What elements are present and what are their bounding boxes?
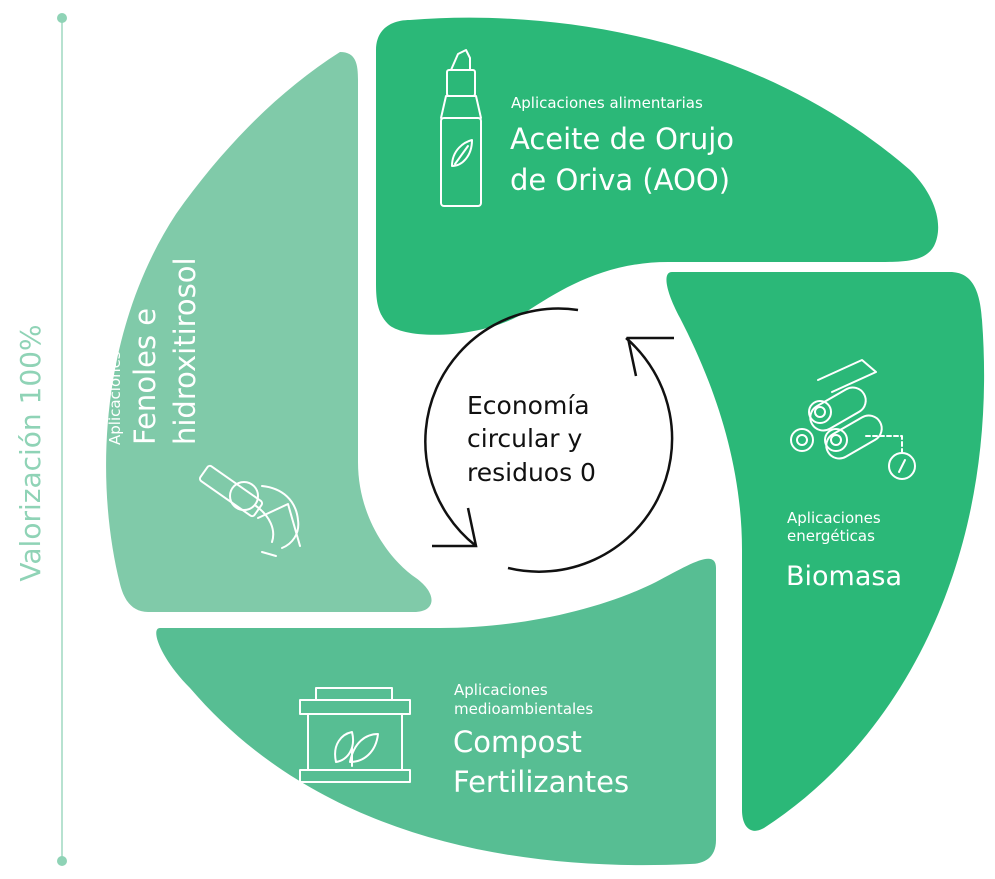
energeticas-subtitle-line-2: energéticas [787, 527, 875, 545]
sanitarias-subtitle: Aplicaciones sanitarias [106, 273, 124, 445]
medioambientales-subtitle: Aplicaciones medioambientales [454, 681, 593, 718]
alimentarias-title: Aceite de Orujo de Oriva (AOO) [510, 122, 743, 197]
center-line-1: Economía [467, 391, 590, 420]
segment-medioambientales [156, 558, 716, 866]
olive-oil-bottle-icon [440, 49, 482, 207]
medioambientales-subtitle-line-1: Aplicaciones [454, 681, 548, 699]
medioambientales-title-line-1: Compost [453, 725, 582, 759]
sanitarias-text-group: Aplicaciones sanitarias Fenoles e hidrox… [106, 257, 202, 445]
medioambientales-subtitle-line-2: medioambientales [454, 700, 593, 718]
segment-energeticas [666, 272, 985, 831]
alimentarias-title-line-2: de Oriva (AOO) [510, 163, 730, 197]
side-axis-top-dot [57, 13, 67, 23]
center-cycle-arrow-right [507, 337, 674, 573]
center-label: Economía circular y residuos 0 [467, 391, 598, 487]
energeticas-subtitle: Aplicaciones energéticas [787, 509, 885, 545]
side-label: Valorización 100% [14, 324, 47, 581]
center-cycle-arrowhead-left [432, 507, 478, 548]
alimentarias-subtitle: Aplicaciones alimentarias [511, 94, 703, 112]
logs-energy-icon [790, 359, 916, 480]
sanitarias-title-line-1: Fenoles e [128, 308, 162, 445]
medioambientales-title: Compost Fertilizantes [453, 725, 629, 799]
microscope-icon [198, 464, 301, 557]
energeticas-subtitle-line-1: Aplicaciones [787, 509, 881, 527]
sanitarias-title-line-2: hidroxitirosol [168, 257, 202, 445]
alimentarias-title-line-1: Aceite de Orujo [510, 122, 734, 156]
center-line-2: circular y [467, 424, 583, 453]
center-cycle-arrowhead-right [626, 336, 674, 377]
side-axis-bottom-dot [57, 856, 67, 866]
compost-bin-icon [299, 687, 411, 783]
medioambientales-title-line-2: Fertilizantes [453, 765, 629, 799]
center-line-3: residuos 0 [467, 458, 596, 487]
energeticas-title: Biomasa [786, 561, 902, 592]
segment-alimentarias [376, 17, 939, 335]
center-cycle-arrow-left [424, 307, 579, 547]
sanitarias-title: Fenoles e hidroxitirosol [128, 257, 202, 445]
segment-sanitarias [106, 52, 432, 612]
